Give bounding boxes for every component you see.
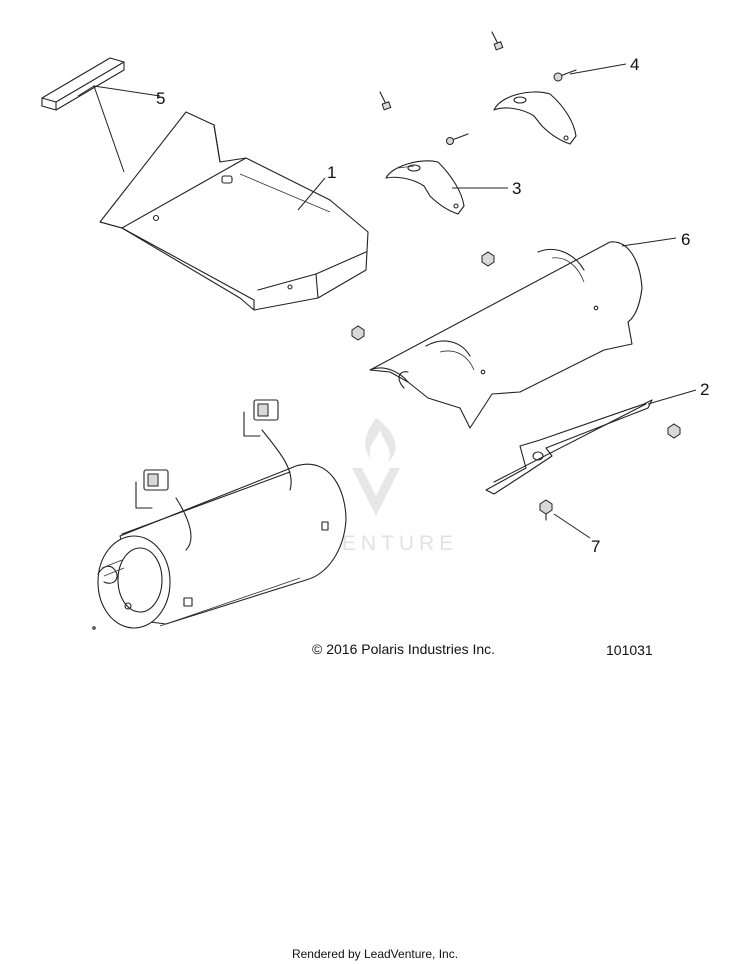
fasteners bbox=[351, 31, 681, 521]
bolt-icon bbox=[491, 31, 504, 51]
bolt-icon bbox=[667, 423, 681, 439]
nut-icon bbox=[481, 251, 495, 267]
part-6-muffler-heat-shield bbox=[369, 241, 643, 429]
part-2-mounting-bracket bbox=[485, 399, 653, 495]
callout-2: 2 bbox=[700, 380, 709, 399]
callout-3: 3 bbox=[512, 179, 521, 198]
callout-6: 6 bbox=[681, 230, 690, 249]
bolt-icon bbox=[379, 91, 392, 111]
bolt-icon bbox=[539, 499, 553, 521]
bolt-icon bbox=[553, 69, 577, 82]
part-3-shield-clip bbox=[385, 160, 465, 215]
muffler-assembly bbox=[92, 399, 347, 630]
flame-v-logo-icon bbox=[352, 418, 400, 516]
nut-icon bbox=[351, 325, 365, 341]
callout-7: 7 bbox=[591, 537, 600, 556]
callout-numbers: 1 2 3 4 5 6 7 bbox=[156, 55, 709, 556]
leader-lines bbox=[77, 63, 697, 539]
callout-1: 1 bbox=[327, 163, 336, 182]
render-credit-footer: Rendered by LeadVenture, Inc. bbox=[291, 947, 459, 961]
diagram-reference-number: 101031 bbox=[606, 642, 653, 658]
bolt-icon bbox=[446, 133, 469, 145]
part-5-insulation-strip bbox=[41, 57, 125, 111]
callout-5: 5 bbox=[156, 89, 165, 108]
callout-4: 4 bbox=[630, 55, 639, 74]
part-3-shield-clip-upper bbox=[493, 91, 577, 145]
copyright-notice: © 2016 Polaris Industries Inc. bbox=[312, 641, 496, 657]
part-1-heat-shield-plate bbox=[99, 111, 369, 311]
